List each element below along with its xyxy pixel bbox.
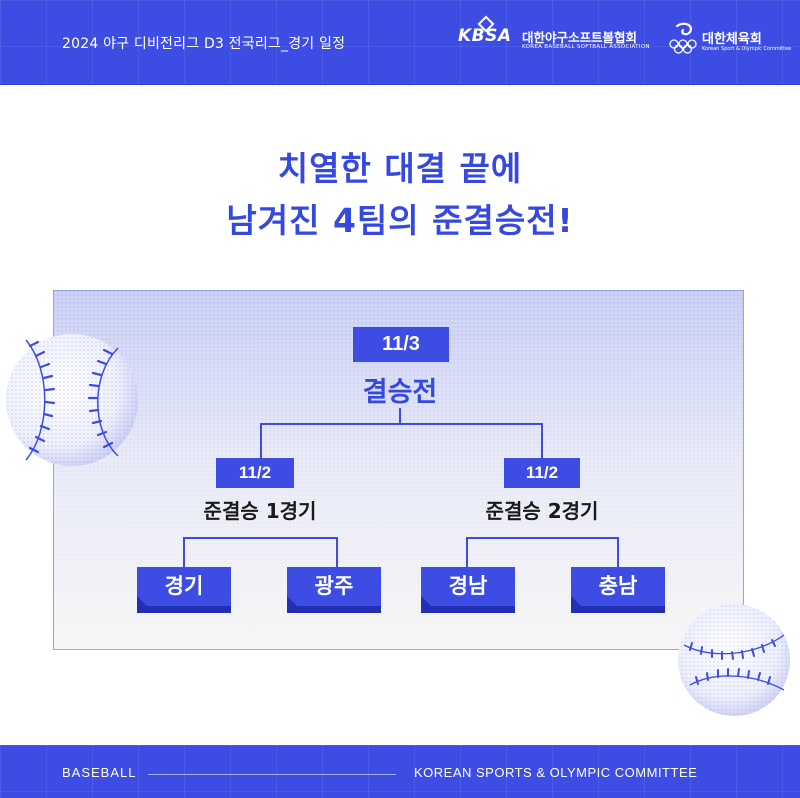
semi2-date-badge: 11/2 [504,458,580,488]
semi1-date-badge: 11/2 [216,458,294,488]
header-title: 2024 야구 디비전리그 D3 전국리그_경기 일정 [62,36,346,52]
ksoc-subtitle: Korean Sport & Olympic Committee [702,46,792,52]
bracket-line-semi2-up [541,423,543,461]
bracket-line-semi1-right [336,537,338,567]
baseball-icon [678,604,790,716]
ksoc-logo: 대한체육회 Korean Sport & Olympic Committee [668,22,792,58]
team-name: 광주 [287,567,381,606]
headline-line-1: 치열한 대결 끝에 [277,149,523,188]
baseball-icon [6,334,138,466]
bracket-line-semi1-up [260,423,262,461]
final-date-badge: 11/3 [353,327,449,362]
team-card-gwangju: 광주 [287,567,381,613]
headline: 치열한 대결 끝에 남겨진 4팀의 준결승전! [0,143,800,247]
final-label: 결승전 [362,377,438,408]
footer-divider [148,774,396,775]
footer-bar: BASEBALL KOREAN SPORTS & OLYMPIC COMMITT… [0,745,800,798]
bracket-line-semi2-left [466,537,468,567]
kbsa-mark: KBSA [458,26,512,46]
team-card-gyeonggi: 경기 [137,567,231,613]
kbsa-name: 대한야구소프트볼협회 [522,30,638,45]
bracket-line-semi2-right [617,537,619,567]
footer-left-text: BASEBALL [62,765,137,780]
ksoc-name: 대한체육회 [702,32,762,47]
semi2-label: 준결승 2경기 [485,499,599,523]
semi1-label: 준결승 1경기 [203,499,317,523]
team-name: 충남 [571,567,665,606]
bracket-line-final-horizontal [260,423,542,425]
footer-right-text: KOREAN SPORTS & OLYMPIC COMMITTEE [414,765,698,780]
bracket-line-final-down [399,408,401,424]
team-name: 경기 [137,567,231,606]
kbsa-subtitle: KOREA BASEBALL SOFTBALL ASSOCIATION [522,44,650,50]
team-name: 경남 [421,567,515,606]
team-card-gyeongnam: 경남 [421,567,515,613]
header-bar: 2024 야구 디비전리그 D3 전국리그_경기 일정 KBSA 대한야구소프트… [0,0,800,85]
headline-line-2: 남겨진 4팀의 준결승전! [226,201,574,240]
olympic-rings-icon [669,22,697,54]
bracket-line-semi2-horizontal [466,537,619,539]
team-card-chungnam: 충남 [571,567,665,613]
kbsa-logo: KBSA 대한야구소프트볼협회 KOREA BASEBALL SOFTBALL … [458,15,658,58]
bracket-line-semi1-left [183,537,185,567]
bracket-line-semi1-horizontal [183,537,338,539]
